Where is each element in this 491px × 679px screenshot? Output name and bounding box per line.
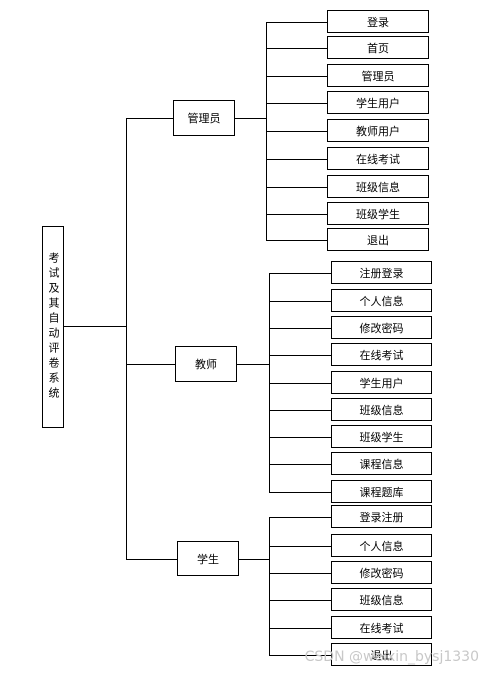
leaf-node-admin: 班级信息 [327, 175, 429, 198]
role-connector-student [126, 559, 177, 560]
item-connector-teacher [269, 464, 331, 465]
leaf-node-teacher: 修改密码 [331, 316, 432, 339]
item-connector-teacher [269, 273, 331, 274]
leaf-node-student: 退出 [331, 643, 432, 666]
leaf-node-teacher: 注册登录 [331, 261, 432, 284]
item-connector-teacher [269, 301, 331, 302]
item-connector-admin [266, 22, 327, 23]
leaf-node-teacher: 课程信息 [331, 452, 432, 475]
leaf-node-student: 班级信息 [331, 588, 432, 611]
item-connector-admin [266, 187, 327, 188]
bus-connector-teacher [237, 364, 269, 365]
leaf-node-teacher: 在线考试 [331, 343, 432, 366]
role-node-admin: 管理员 [173, 100, 235, 136]
root-connector [64, 326, 126, 327]
leaf-node-teacher: 课程题库 [331, 480, 432, 503]
leaf-node-teacher: 个人信息 [331, 289, 432, 312]
role-node-teacher: 教师 [175, 346, 237, 382]
item-connector-admin [266, 159, 327, 160]
item-connector-student [269, 628, 331, 629]
item-connector-admin [266, 76, 327, 77]
root-node: 考试及其自动评卷系统 [42, 226, 64, 428]
item-connector-admin [266, 131, 327, 132]
leaf-node-admin: 教师用户 [327, 119, 429, 142]
item-connector-teacher [269, 492, 331, 493]
leaf-node-admin: 管理员 [327, 64, 429, 87]
leaf-node-admin: 学生用户 [327, 91, 429, 114]
leaf-node-teacher: 班级信息 [331, 398, 432, 421]
leaf-node-admin: 在线考试 [327, 147, 429, 170]
leaf-node-admin: 退出 [327, 228, 429, 251]
role-node-student: 学生 [177, 541, 239, 576]
role-connector-admin [126, 118, 173, 119]
leaf-node-admin: 首页 [327, 36, 429, 59]
leaf-node-student: 修改密码 [331, 561, 432, 584]
item-connector-student [269, 546, 331, 547]
leaf-node-admin: 登录 [327, 10, 429, 33]
role-connector-teacher [126, 364, 175, 365]
leaf-node-teacher: 班级学生 [331, 425, 432, 448]
item-connector-student [269, 517, 331, 518]
item-connector-student [269, 655, 331, 656]
leaf-node-admin: 班级学生 [327, 202, 429, 225]
trunk-line [126, 118, 127, 560]
item-connector-student [269, 600, 331, 601]
watermark: CSDN @weixin_bysj1330 [304, 649, 479, 665]
bus-connector-student [239, 559, 269, 560]
leaf-node-student: 个人信息 [331, 534, 432, 557]
item-connector-teacher [269, 410, 331, 411]
item-connector-admin [266, 48, 327, 49]
leaf-node-student: 在线考试 [331, 616, 432, 639]
bus-line-student [269, 517, 270, 656]
item-connector-admin [266, 214, 327, 215]
item-connector-admin [266, 240, 327, 241]
item-connector-teacher [269, 383, 331, 384]
item-connector-teacher [269, 355, 331, 356]
item-connector-teacher [269, 328, 331, 329]
item-connector-student [269, 573, 331, 574]
item-connector-teacher [269, 437, 331, 438]
leaf-node-teacher: 学生用户 [331, 371, 432, 394]
leaf-node-student: 登录注册 [331, 505, 432, 528]
item-connector-admin [266, 103, 327, 104]
bus-connector-admin [235, 118, 266, 119]
